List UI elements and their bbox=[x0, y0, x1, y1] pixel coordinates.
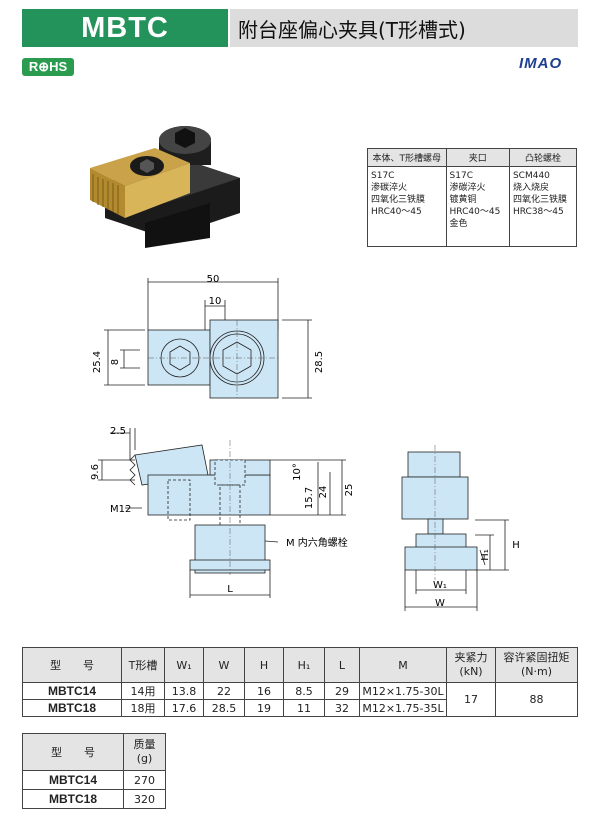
material-cell-body: S17C 渗碳淬火 四氧化三铁膜 HRC40～45 bbox=[367, 166, 447, 247]
dim-angle: 10° bbox=[292, 463, 303, 481]
dim-width-small: 10 bbox=[209, 296, 222, 307]
dim-h: H bbox=[512, 540, 520, 551]
material-header: 夹口 bbox=[445, 148, 510, 167]
spec-header-h1: H₁ bbox=[283, 647, 325, 683]
spec-header-h: H bbox=[244, 647, 284, 683]
dim-w: W bbox=[435, 598, 445, 609]
page-title: 附台座偏心夹具(T形槽式) bbox=[230, 9, 578, 47]
spec-header-w1: W₁ bbox=[164, 647, 204, 683]
dim-height-left: 25.4 bbox=[92, 351, 103, 373]
table-row: MBTC18 320 bbox=[22, 789, 166, 809]
thread-label: M12 bbox=[110, 504, 131, 515]
material-table: 本体、T形槽螺母 夹口 凸轮螺栓 S17C 渗碳淬火 四氧化三铁膜 HRC40～… bbox=[367, 148, 578, 247]
clamp-force: 17 bbox=[446, 682, 496, 717]
side-view-drawing: W₁ W H₁ H bbox=[401, 445, 520, 611]
spec-table: 型 号 T形槽 W₁ W H H₁ L M 夹紧力 (kN) 容许紧固扭矩 (N… bbox=[22, 647, 578, 717]
mass-table: 型 号 质量 (g) MBTC14 270 MBTC18 320 bbox=[22, 733, 166, 809]
rohs-badge: R⊕HS bbox=[22, 58, 74, 76]
dim-25: 25 bbox=[344, 484, 355, 497]
dim-jaw-height: 9.6 bbox=[90, 464, 101, 480]
front-view-drawing: 2.5 9.6 10° 15.7 24 25 M12 M 内六角螺栓 L bbox=[90, 426, 355, 598]
torque: 88 bbox=[495, 682, 578, 717]
mass-header-mass: 质量 (g) bbox=[123, 733, 166, 771]
table-row: MBTC14 14用 13.8 22 16 8.5 29 M12×1.75-30… bbox=[22, 682, 578, 717]
dim-24: 24 bbox=[318, 486, 329, 499]
table-row: MBTC14 270 bbox=[22, 770, 166, 790]
spec-header-torque: 容许紧固扭矩 (N·m) bbox=[495, 647, 578, 683]
spec-header-model: 型 号 bbox=[22, 647, 122, 683]
dim-h1: H₁ bbox=[480, 549, 491, 561]
product-illustration bbox=[90, 126, 240, 248]
dim-w1: W₁ bbox=[433, 580, 447, 591]
table-row: MBTC18 18用 17.6 28.5 19 11 32 M12×1.75-3… bbox=[22, 699, 578, 717]
dim-length: L bbox=[227, 584, 233, 595]
model-badge: MBTC bbox=[22, 9, 228, 47]
dim-15-7: 15.7 bbox=[304, 487, 315, 509]
material-header: 凸轮螺栓 bbox=[508, 148, 578, 167]
dim-jaw-offset: 2.5 bbox=[110, 426, 126, 437]
spec-header-m: M bbox=[359, 647, 447, 683]
brand-logo: IMAO bbox=[519, 55, 563, 72]
dim-width: 50 bbox=[207, 274, 220, 285]
material-cell-bolt: SCM440 烧入烧戻 四氧化三铁膜 HRC38～45 bbox=[508, 166, 578, 247]
spec-header-clamp: 夹紧力 (kN) bbox=[446, 647, 496, 683]
material-header: 本体、T形槽螺母 bbox=[367, 148, 447, 167]
dim-height-small: 8 bbox=[110, 359, 121, 365]
mass-header-model: 型 号 bbox=[22, 733, 124, 771]
bolt-label: M 内六角螺栓 bbox=[286, 536, 348, 549]
spec-header-l: L bbox=[324, 647, 360, 683]
dim-height-right: 28.5 bbox=[314, 351, 325, 373]
top-view-drawing: 50 10 25.4 8 28.5 bbox=[92, 274, 325, 399]
material-cell-jaw: S17C 渗碳淬火 镀黄铜 HRC40～45 金色 bbox=[445, 166, 510, 247]
spec-header-w: W bbox=[203, 647, 245, 683]
spec-header-tslot: T形槽 bbox=[121, 647, 165, 683]
